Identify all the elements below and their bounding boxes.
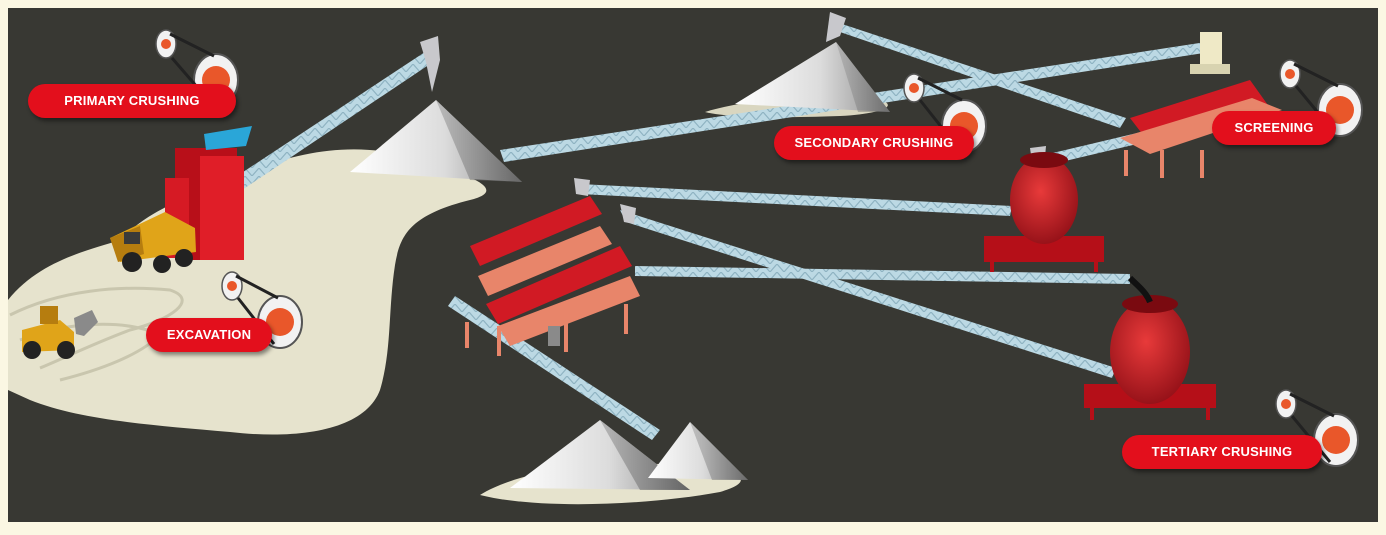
label-tertiary-crushing[interactable]: TERTIARY CRUSHING <box>1122 435 1322 469</box>
label-secondary-crushing[interactable]: SECONDARY CRUSHING <box>774 126 974 160</box>
label-primary-crushing[interactable]: PRIMARY CRUSHING <box>28 84 236 118</box>
label-screening[interactable]: SCREENING <box>1212 111 1336 145</box>
label-excavation[interactable]: EXCAVATION <box>146 318 272 352</box>
